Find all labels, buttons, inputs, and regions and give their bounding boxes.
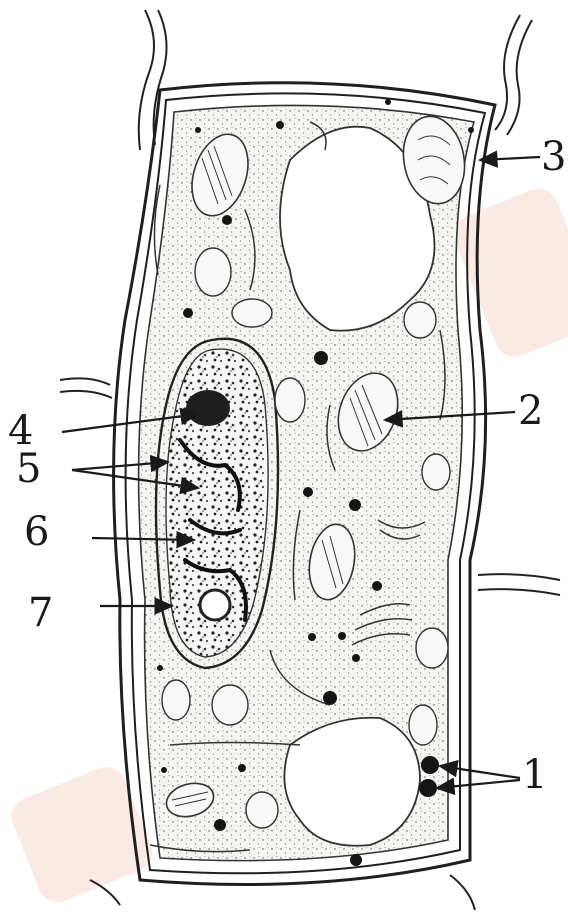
mitochondrion: [422, 454, 450, 490]
mitochondrion: [416, 628, 448, 668]
label-3: 3: [541, 134, 566, 180]
granule-label-1-a: [421, 756, 439, 774]
leader-line-3: [480, 157, 540, 160]
mitochondrion: [212, 685, 248, 725]
mitochondrion: [404, 302, 436, 338]
granule-label-1-b: [419, 779, 437, 797]
label-1: 1: [522, 752, 547, 798]
nucleolus-lower: [200, 590, 230, 620]
mitochondrion: [232, 299, 272, 327]
nucleolus-upper: [186, 390, 230, 426]
mitochondrion: [195, 248, 231, 296]
label-7: 7: [28, 590, 53, 636]
mitochondrion: [275, 378, 305, 422]
leader-line-1b: [437, 780, 520, 788]
lower-vacuole: [284, 718, 420, 846]
mitochondrion: [162, 680, 190, 720]
label-5: 5: [16, 446, 41, 492]
mitochondrion: [409, 705, 437, 745]
leader-line-1a: [440, 766, 520, 778]
label-2: 2: [518, 388, 543, 434]
mitochondrion: [246, 792, 278, 828]
label-6: 6: [24, 509, 49, 555]
